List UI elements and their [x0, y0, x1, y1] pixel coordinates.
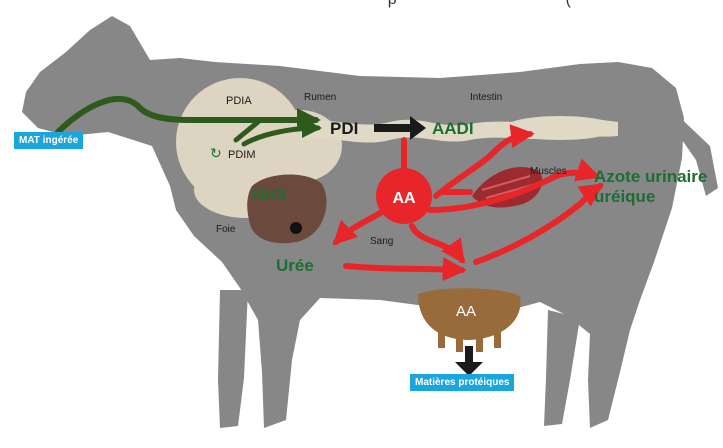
label-rumen: Rumen	[304, 92, 336, 103]
label-sang: Sang	[370, 236, 393, 247]
label-pdim: PDIM	[228, 149, 256, 161]
label-nh3: NH3	[252, 185, 286, 204]
label-foie: Foie	[216, 224, 236, 235]
label-aa-blood: AA	[392, 190, 416, 207]
udder	[418, 288, 521, 352]
label-aa-udder: AA	[456, 303, 476, 320]
label-pdi: PDI	[330, 119, 358, 138]
label-aadi: AADI	[432, 119, 474, 138]
label-pdia: PDIA	[226, 95, 252, 107]
tag-mat-ingeree: MAT ingérée	[14, 132, 83, 149]
label-azote-line2: uréique	[594, 187, 655, 206]
label-intestin: Intestin	[470, 92, 502, 103]
label-pdim-symbol: ↻	[210, 145, 222, 161]
liver-dark-spot	[290, 222, 302, 234]
label-azote-line1: Azote urinaire	[594, 167, 707, 186]
tag-matieres-proteiques: Matières protéiques	[410, 374, 514, 391]
label-muscles: Muscles	[530, 166, 567, 177]
label-uree: Urée	[276, 256, 314, 275]
